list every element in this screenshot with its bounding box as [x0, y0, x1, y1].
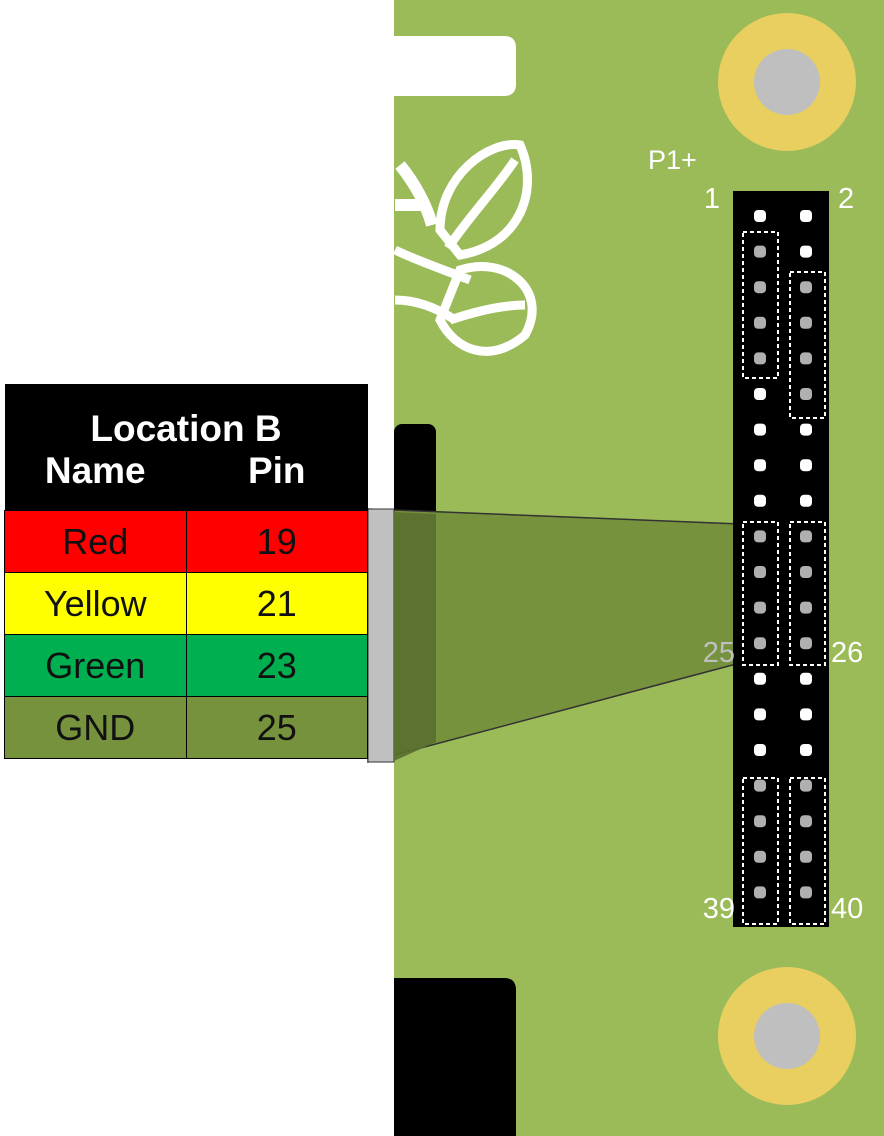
- gpio-pin-38: [800, 850, 812, 863]
- raspberry-logo-icon: [393, 140, 537, 356]
- gpio-pin-15: [754, 459, 766, 472]
- gpio-pin-24: [800, 601, 812, 614]
- gpio-pin-7: [754, 316, 766, 329]
- gpio-pin-16: [800, 459, 812, 472]
- location-table: Location B Name Pin Red 19 Yellow 21 Gre…: [4, 384, 368, 759]
- pin-label-25: 25: [703, 637, 735, 669]
- wire-pin: 21: [185, 572, 368, 635]
- gpio-pin-39: [754, 886, 766, 899]
- gpio-pin-27: [754, 672, 766, 685]
- gpio-pin-13: [754, 423, 766, 436]
- gpio-pin-11: [754, 388, 766, 400]
- pin-label-2: 2: [838, 183, 854, 215]
- gpio-pin-3: [754, 245, 766, 258]
- gpio-pin-21: [754, 566, 766, 578]
- wire-name: GND: [4, 696, 187, 759]
- gpio-pin-18: [800, 494, 812, 507]
- table-title: Location B: [4, 384, 368, 450]
- gpio-pin-31: [754, 744, 766, 756]
- column-header-name: Name: [4, 450, 186, 511]
- gpio-pin-37: [754, 850, 766, 863]
- gpio-pin-30: [800, 708, 812, 721]
- board-notch: [394, 36, 516, 96]
- wire-pin: 25: [185, 696, 368, 759]
- gpio-pin-29: [754, 708, 766, 721]
- header-name: P1+: [648, 145, 697, 175]
- wire-pin: 19: [185, 510, 368, 573]
- gpio-pin-22: [800, 566, 812, 578]
- pin-group-boxes: [742, 231, 826, 925]
- callout-wedge-stub: [367, 508, 395, 763]
- gpio-pin-35: [754, 815, 766, 828]
- gpio-pin-6: [800, 281, 812, 294]
- gpio-pin-36: [800, 815, 812, 828]
- gpio-pin-33: [754, 779, 766, 792]
- wire-name: Yellow: [4, 572, 187, 635]
- table-row-red: Red 19: [4, 510, 368, 573]
- gpio-pin-4: [800, 245, 812, 258]
- pin-label-39: 39: [703, 893, 735, 925]
- pin-label-26: 26: [831, 637, 863, 669]
- gpio-pin-10: [800, 352, 812, 365]
- gpio-pin-1: [754, 210, 766, 222]
- gpio-pin-17: [754, 494, 766, 507]
- gpio-pin-14: [800, 423, 812, 436]
- pin-label-1: 1: [704, 183, 720, 215]
- gpio-pin-25: [754, 637, 766, 650]
- gpio-header: [733, 191, 829, 927]
- mounting-hole-bottom: [718, 967, 856, 1105]
- gpio-pin-26: [800, 637, 812, 650]
- table-row-green: Green 23: [4, 634, 368, 697]
- gpio-pin-9: [754, 352, 766, 365]
- table-row-yellow: Yellow 21: [4, 572, 368, 635]
- bottom-connector: [394, 978, 516, 1136]
- gpio-pin-32: [800, 744, 812, 756]
- gpio-pin-12: [800, 388, 812, 400]
- column-header-pin: Pin: [186, 450, 368, 511]
- gpio-pin-23: [754, 601, 766, 614]
- wire-pin: 23: [185, 634, 368, 697]
- gpio-pin-5: [754, 281, 766, 294]
- gpio-pin-19: [754, 530, 766, 543]
- gpio-pins: [754, 210, 812, 899]
- gpio-pin-40: [800, 886, 812, 899]
- wire-name: Green: [4, 634, 187, 697]
- pin-label-40: 40: [831, 893, 863, 925]
- callout-wedge-overlay: [394, 512, 436, 761]
- gpio-pin-8: [800, 316, 812, 329]
- table-row-gnd: GND 25: [4, 696, 368, 759]
- gpio-pin-2: [800, 210, 812, 222]
- gpio-pin-28: [800, 672, 812, 685]
- gpio-pin-20: [800, 530, 812, 543]
- mounting-hole-top: [718, 13, 856, 151]
- gpio-pin-34: [800, 779, 812, 792]
- wire-name: Red: [4, 510, 187, 573]
